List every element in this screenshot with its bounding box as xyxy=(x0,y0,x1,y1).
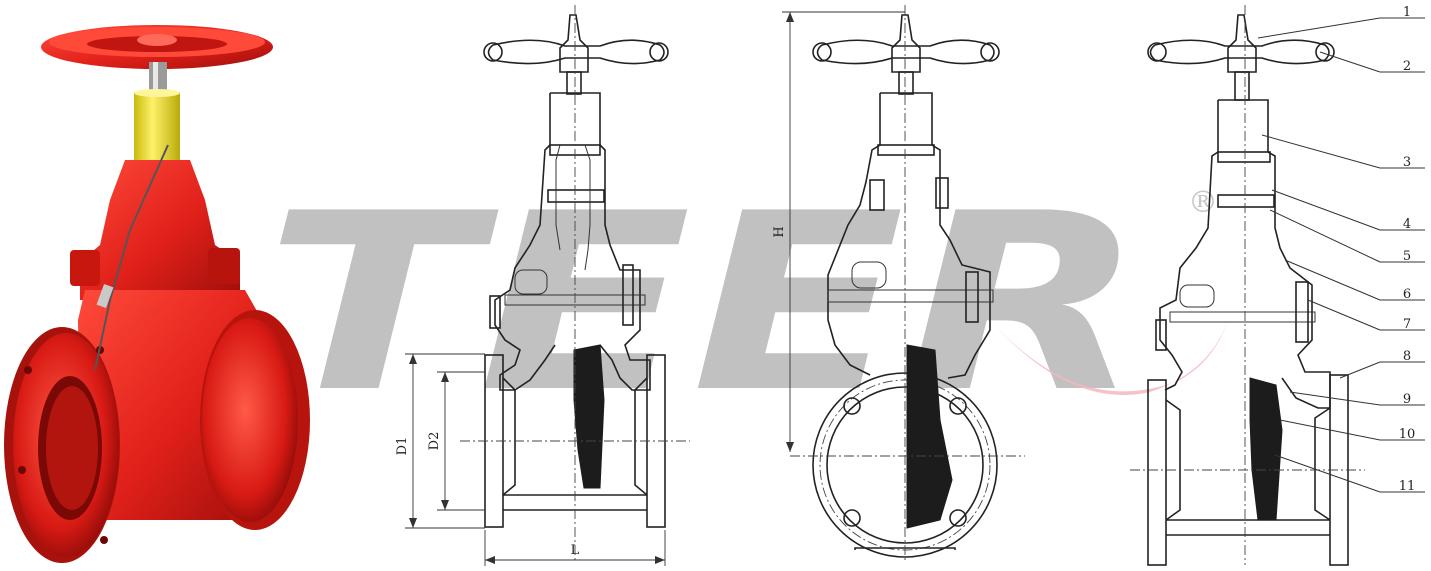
part-number-11: 11 xyxy=(1399,479,1416,494)
section-drawing-front: D1 D2 L xyxy=(395,5,690,566)
watermark-text: TEER xyxy=(265,161,1145,446)
part-number-4: 4 xyxy=(1403,217,1411,232)
part-number-9: 9 xyxy=(1403,392,1411,407)
section-drawing-parts: 1 2 3 4 5 6 7 8 9 10 11 xyxy=(1130,5,1425,566)
gate-valve-photo xyxy=(4,25,310,563)
part-number-1: 1 xyxy=(1403,5,1411,20)
dimension-d2-label: D2 xyxy=(427,432,442,451)
stem-sleeve xyxy=(134,92,180,162)
watermark-registered-mark: ® xyxy=(1188,185,1218,220)
section-drawing-side: H xyxy=(772,5,1025,560)
part-number-6: 6 xyxy=(1403,287,1411,302)
tamper-wire xyxy=(94,144,169,371)
part-number-3: 3 xyxy=(1403,155,1411,170)
brand-watermark: TEER ® xyxy=(265,161,1228,446)
dimension-h-label: H xyxy=(772,226,787,237)
dimension-d1-label: D1 xyxy=(395,437,410,456)
part-number-2: 2 xyxy=(1403,59,1411,74)
part-number-5: 5 xyxy=(1403,249,1411,264)
part-number-8: 8 xyxy=(1403,349,1411,364)
dimension-l-label: L xyxy=(571,543,580,558)
part-number-7: 7 xyxy=(1403,317,1411,332)
part-number-10: 10 xyxy=(1399,427,1416,442)
